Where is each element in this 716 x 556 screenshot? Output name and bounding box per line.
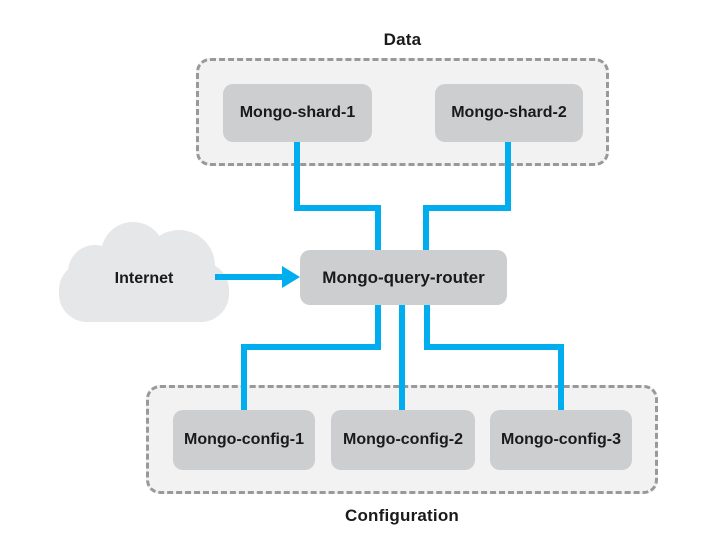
node-mongo-config-3-label: Mongo-config-3 xyxy=(501,431,621,448)
internet-label: Internet xyxy=(114,270,174,287)
connector-router-config1-vertical1 xyxy=(375,304,381,350)
connector-shard2-router-vertical1 xyxy=(505,142,511,211)
node-mongo-shard-1: Mongo-shard-1 xyxy=(223,84,372,142)
connector-shard1-router-horizontal xyxy=(294,205,381,211)
arrow-internet-router-line xyxy=(215,274,282,280)
node-mongo-config-1: Mongo-config-1 xyxy=(173,410,315,470)
connector-shard2-router-horizontal xyxy=(423,205,511,211)
internet-cloud-icon xyxy=(59,222,229,322)
node-mongo-config-3: Mongo-config-3 xyxy=(490,410,632,470)
arrow-internet-router-head xyxy=(282,266,300,288)
node-mongo-config-1-label: Mongo-config-1 xyxy=(184,431,304,448)
connector-router-config3-horizontal xyxy=(424,344,564,350)
node-mongo-shard-2-label: Mongo-shard-2 xyxy=(451,104,567,121)
node-mongo-query-router: Mongo-query-router xyxy=(300,250,507,305)
connector-router-config1-horizontal xyxy=(241,344,381,350)
node-mongo-config-2-label: Mongo-config-2 xyxy=(343,431,463,448)
node-mongo-shard-2: Mongo-shard-2 xyxy=(435,84,583,142)
connector-router-config2-vertical xyxy=(399,304,405,411)
connector-shard1-router-vertical1 xyxy=(294,142,300,211)
node-mongo-config-2: Mongo-config-2 xyxy=(331,410,475,470)
connector-router-config3-vertical2 xyxy=(558,344,564,411)
connector-shard2-router-vertical2 xyxy=(423,205,429,251)
configuration-group-label: Configuration xyxy=(344,506,460,525)
data-group-label: Data xyxy=(383,30,422,49)
connector-router-config1-vertical2 xyxy=(241,344,247,411)
connector-shard1-router-vertical2 xyxy=(375,205,381,251)
node-mongo-shard-1-label: Mongo-shard-1 xyxy=(239,104,356,121)
connector-router-config3-vertical1 xyxy=(424,304,430,350)
node-mongo-query-router-label: Mongo-query-router xyxy=(322,267,485,287)
